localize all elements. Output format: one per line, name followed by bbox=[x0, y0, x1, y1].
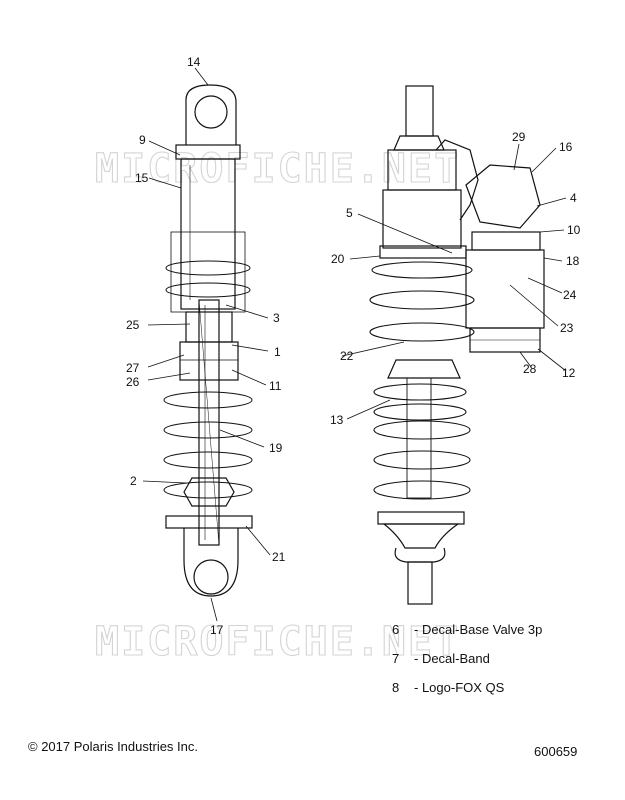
legend-text: - Logo-FOX QS bbox=[414, 680, 505, 695]
callout-1: 1 bbox=[274, 345, 281, 359]
callout-15: 15 bbox=[135, 171, 149, 185]
callout-29: 29 bbox=[512, 130, 526, 144]
callout-22: 22 bbox=[340, 349, 354, 363]
callout-16: 16 bbox=[559, 140, 573, 154]
callout-27: 27 bbox=[126, 361, 140, 375]
callout-23: 23 bbox=[560, 321, 574, 335]
right-shock bbox=[369, 85, 545, 605]
callout-28: 28 bbox=[523, 362, 537, 376]
leader-lines bbox=[142, 67, 567, 622]
legend-number: 7 bbox=[392, 651, 400, 666]
figure-id: 600659 bbox=[534, 744, 578, 759]
legend-item: 6 - Decal-Base Valve 3p bbox=[392, 622, 542, 651]
callout-25: 25 bbox=[126, 318, 140, 332]
legend-number: 8 bbox=[392, 680, 400, 695]
callout-19: 19 bbox=[269, 441, 283, 455]
callout-13: 13 bbox=[330, 413, 344, 427]
callout-4: 4 bbox=[570, 191, 577, 205]
copyright: © 2017 Polaris Industries Inc. bbox=[28, 739, 198, 754]
callout-12: 12 bbox=[562, 366, 576, 380]
callout-14: 14 bbox=[187, 55, 201, 69]
callout-2: 2 bbox=[130, 474, 137, 488]
watermark-bottom: MICROFICHE.NET bbox=[95, 619, 460, 665]
legend-text: - Decal-Band bbox=[414, 651, 490, 666]
legend-text: - Decal-Base Valve 3p bbox=[414, 622, 543, 637]
callout-20: 20 bbox=[331, 252, 345, 266]
callout-numbers: 14 9 15 3 25 1 27 11 26 19 2 21 17 29 16… bbox=[126, 55, 581, 637]
left-shock bbox=[163, 84, 253, 597]
callout-21: 21 bbox=[272, 550, 286, 564]
callout-17: 17 bbox=[210, 623, 224, 637]
callout-18: 18 bbox=[566, 254, 580, 268]
legend: 6 - Decal-Base Valve 3p 7 - Decal-Band 8 - … bbox=[392, 622, 542, 709]
watermark-top: MICROFICHE.NET bbox=[95, 146, 460, 192]
legend-item: 7 - Decal-Band bbox=[392, 651, 542, 680]
legend-number: 6 bbox=[392, 622, 400, 637]
callout-10: 10 bbox=[567, 223, 581, 237]
callout-5: 5 bbox=[346, 206, 353, 220]
callout-26: 26 bbox=[126, 375, 140, 389]
callout-9: 9 bbox=[139, 133, 146, 147]
callout-3: 3 bbox=[273, 311, 280, 325]
callout-11: 11 bbox=[269, 379, 282, 393]
legend-item: 8 - Logo-FOX QS bbox=[392, 680, 542, 709]
callout-24: 24 bbox=[563, 288, 577, 302]
